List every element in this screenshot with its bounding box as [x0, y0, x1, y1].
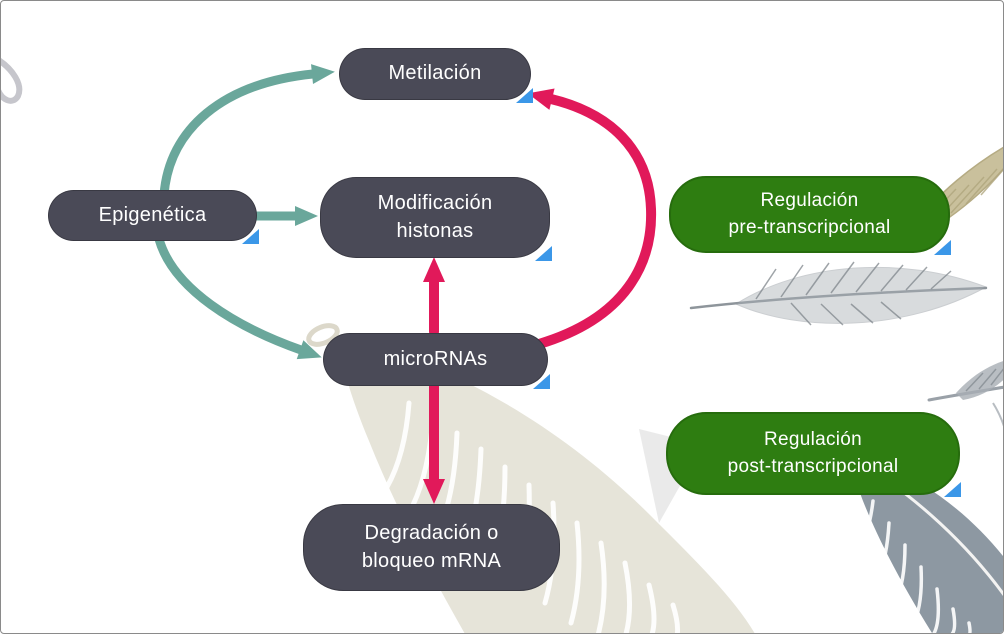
interactive-corner-marker-icon[interactable] [533, 374, 550, 389]
node-micrornas[interactable]: microRNAs [323, 333, 550, 389]
interactive-corner-marker-icon[interactable] [535, 246, 552, 261]
node-metilacion-label: Metilación [388, 62, 482, 85]
node-degradacion-mrna[interactable]: Degradación o bloqueo mRNA [303, 504, 560, 591]
node-regulacion-pre-transcripcional[interactable]: Regulación pre-transcripcional [669, 176, 951, 255]
node-regulacion-post-transcripcional[interactable]: Regulación post-transcripcional [666, 412, 961, 497]
interactive-corner-marker-icon[interactable] [944, 482, 961, 497]
node-modificacion-label-line2: histonas [396, 219, 474, 242]
arrow-epigenetica-to-micrornas [154, 234, 322, 360]
node-degradacion-label-line2: bloqueo mRNA [361, 549, 502, 572]
node-micrornas-label: microRNAs [383, 347, 488, 370]
node-reg-pre-label-line2: pre-transcripcional [728, 216, 891, 238]
interactive-corner-marker-icon[interactable] [516, 88, 533, 103]
interactive-corner-marker-icon[interactable] [934, 240, 951, 255]
node-modificacion-label-line1: Modificación [377, 191, 493, 214]
node-reg-pre-label-line1: Regulación [760, 190, 859, 212]
node-degradacion-label-line1: Degradación o [364, 521, 499, 544]
node-metilacion[interactable]: Metilación [339, 48, 533, 103]
interactive-corner-marker-icon[interactable] [242, 229, 259, 244]
node-reg-post-label-line2: post-transcripcional [727, 455, 899, 477]
node-modificacion-histonas[interactable]: Modificación histonas [320, 177, 552, 261]
node-epigenetica[interactable]: Epigenética [48, 190, 259, 244]
sketched-gray-feather-icon [689, 261, 988, 326]
node-reg-post-label-line1: Regulación [763, 429, 863, 451]
node-epigenetica-label: Epigenética [98, 203, 207, 226]
arrow-micrornas-to-metilacion [527, 88, 657, 349]
gray-quill-curl-icon [1, 58, 23, 104]
arrow-epigenetica-to-metilacion [159, 64, 335, 200]
